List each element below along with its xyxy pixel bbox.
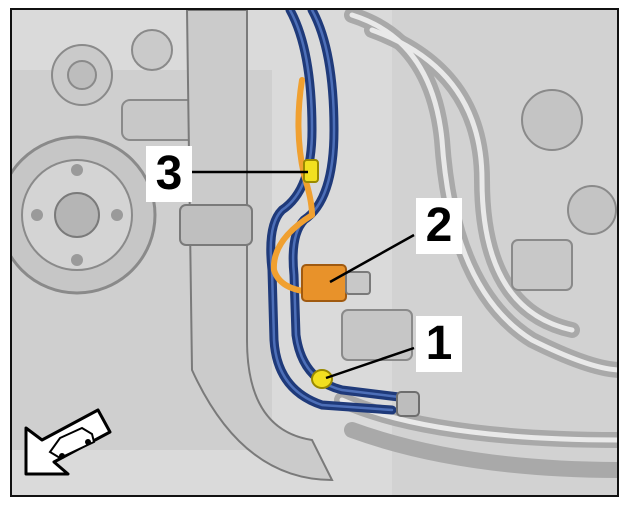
connector-1 [311,369,333,389]
hose-clamp [396,391,420,417]
leader-lines [192,170,415,380]
callout-label-1: 1 [416,316,462,372]
car-icon [48,426,96,460]
engine-illustration [12,10,617,495]
flywheel [12,135,157,295]
callout-label-3: 3 [146,146,192,202]
connector-2-plug [301,264,371,302]
illustration-frame: 3 2 1 [10,8,619,497]
engine-cover-details [51,29,203,141]
leader-line-1 [325,346,415,380]
engine-right-details [341,89,617,361]
driving-direction-arrow-icon [24,408,112,476]
coolant-pipe [179,10,334,482]
leader-line-2 [329,233,415,284]
callout-label-2: 2 [416,198,462,254]
